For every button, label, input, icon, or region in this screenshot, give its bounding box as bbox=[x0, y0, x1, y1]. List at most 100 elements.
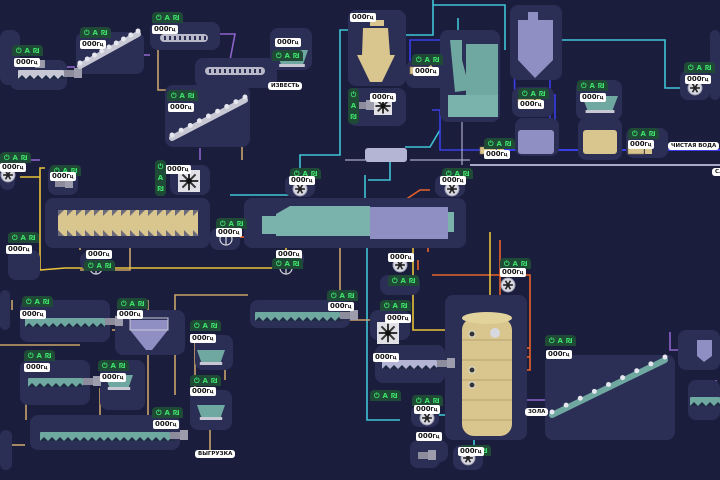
status-indicators[interactable]: ⏻A₪ bbox=[484, 138, 516, 149]
incline-bucket bbox=[135, 28, 141, 34]
frequency-value: 000 bbox=[22, 310, 37, 318]
status-indicators[interactable]: ⏻A₪ bbox=[327, 290, 359, 301]
status-indicators[interactable]: ⏻A₪ bbox=[216, 218, 248, 229]
frequency-unit: Гц bbox=[184, 105, 192, 111]
fan-hub bbox=[450, 187, 454, 191]
status-indicators[interactable]: ⏻A₪ bbox=[155, 160, 166, 196]
silo-icon bbox=[518, 20, 553, 78]
hopper-feeder bbox=[199, 417, 223, 420]
incline-bucket bbox=[187, 123, 193, 128]
frequency-unit: Гц bbox=[366, 15, 374, 21]
status-indicators[interactable]: ⏻A₪ bbox=[117, 298, 149, 309]
local-control-icon: ₪ bbox=[350, 113, 357, 121]
status-indicators[interactable]: ⏻A₪ bbox=[272, 50, 304, 61]
frequency-readout: 000Гц bbox=[153, 420, 179, 429]
frequency-readout: 000Гц bbox=[546, 350, 572, 359]
power-icon: ⏻ bbox=[294, 169, 300, 178]
motor-gearbox bbox=[93, 376, 101, 386]
status-indicators[interactable]: ⏻A₪ bbox=[442, 168, 474, 179]
status-indicators[interactable]: ⏻A₪ bbox=[24, 350, 56, 361]
status-indicators[interactable]: ⏻A₪ bbox=[518, 88, 550, 99]
status-indicators[interactable]: ⏻A₪ bbox=[152, 407, 184, 418]
chain-link bbox=[179, 36, 181, 40]
equipment-panel[interactable] bbox=[8, 250, 40, 280]
fan-hub bbox=[506, 283, 510, 287]
screw-flights bbox=[28, 383, 84, 387]
local-control-icon: ₪ bbox=[137, 299, 145, 308]
status-indicators[interactable]: ⏻A₪ bbox=[22, 296, 54, 307]
frequency-value: 000 bbox=[218, 228, 233, 236]
power-icon: ⏻ bbox=[331, 291, 337, 300]
status-indicators[interactable]: ⏻A₪ bbox=[370, 390, 402, 401]
power-icon: ⏻ bbox=[488, 139, 494, 148]
status-indicators[interactable]: ⏻A₪ bbox=[500, 258, 532, 269]
motor-gearbox bbox=[115, 316, 123, 326]
status-indicators[interactable]: ⏻A₪ bbox=[684, 62, 716, 73]
status-indicators[interactable]: ⏻A₪ bbox=[50, 165, 82, 176]
local-control-icon: ₪ bbox=[597, 81, 605, 90]
incline-bucket bbox=[224, 104, 230, 109]
incline-bucket bbox=[634, 368, 640, 374]
equipment-panel[interactable] bbox=[0, 290, 10, 330]
incline-bucket bbox=[648, 361, 654, 367]
local-control-icon: ₪ bbox=[462, 169, 470, 178]
status-indicators[interactable]: ⏻A₪ bbox=[412, 395, 444, 406]
frequency-unit: Гц bbox=[36, 312, 44, 318]
frequency-value: 000 bbox=[520, 100, 535, 108]
local-control-icon: ₪ bbox=[648, 129, 656, 138]
status-indicators[interactable]: ⏻A₪ bbox=[272, 258, 304, 269]
status-indicators[interactable]: ⏻A₪ bbox=[80, 27, 112, 38]
frequency-value: 000 bbox=[416, 405, 431, 413]
power-icon: ⏻ bbox=[220, 219, 226, 228]
local-control-icon: ₪ bbox=[538, 89, 546, 98]
status-indicators[interactable]: ⏻A₪ bbox=[98, 360, 130, 371]
frequency-value: 000 bbox=[278, 250, 293, 258]
ash-conveyor-icon bbox=[549, 354, 668, 418]
fan-icon bbox=[292, 181, 308, 197]
status-indicators[interactable]: ⏻A₪ bbox=[577, 80, 609, 91]
status-indicators[interactable]: ⏻A₪ bbox=[190, 320, 222, 331]
equipment-panel[interactable] bbox=[0, 430, 12, 470]
status-indicators[interactable]: ⏻A₪ bbox=[380, 300, 412, 311]
power-icon: ⏻ bbox=[28, 351, 34, 360]
status-indicators[interactable]: ⏻A₪ bbox=[628, 128, 660, 139]
status-indicators[interactable]: ⏻A₪ bbox=[152, 12, 184, 23]
auto-mode-icon: A bbox=[202, 321, 208, 330]
status-indicators[interactable]: ⏻A₪ bbox=[8, 232, 40, 243]
status-indicators[interactable]: ⏻A₪ bbox=[84, 260, 116, 271]
power-icon: ⏻ bbox=[688, 63, 694, 72]
auto-mode-icon: A bbox=[392, 301, 398, 310]
frequency-unit: Гц bbox=[96, 42, 104, 48]
auto-mode-icon: A bbox=[339, 291, 345, 300]
status-indicators[interactable]: ⏻A₪ bbox=[12, 45, 44, 56]
incline-bucket bbox=[99, 48, 105, 54]
status-indicators[interactable]: ⏻A₪ bbox=[190, 375, 222, 386]
frequency-readout: 000Гц bbox=[165, 165, 191, 174]
status-indicators[interactable]: ⏻A₪ bbox=[545, 335, 577, 346]
power-icon: ⏻ bbox=[350, 91, 357, 99]
equipment-panel[interactable] bbox=[545, 355, 675, 440]
chain-link bbox=[174, 36, 176, 40]
auto-mode-icon: A bbox=[179, 91, 185, 100]
status-indicators[interactable]: ⏻A₪ bbox=[0, 152, 32, 163]
power-icon: ⏻ bbox=[171, 91, 177, 100]
screw-flights bbox=[382, 365, 438, 369]
status-indicators[interactable]: ⏻A₪ bbox=[290, 168, 322, 179]
power-icon: ⏻ bbox=[156, 408, 162, 417]
chain-link bbox=[259, 69, 261, 73]
auto-mode-icon: A bbox=[129, 299, 135, 308]
status-indicators[interactable]: ⏻A₪ bbox=[348, 88, 359, 124]
frequency-unit: Гц bbox=[432, 434, 440, 440]
status-indicators[interactable]: ⏻A₪ bbox=[388, 275, 420, 286]
power-icon: ⏻ bbox=[194, 321, 200, 330]
chain-link bbox=[219, 69, 221, 73]
incline-belt bbox=[169, 97, 248, 141]
chain-link bbox=[224, 69, 226, 73]
incline-conveyor-icon bbox=[169, 94, 248, 141]
frequency-unit: Гц bbox=[430, 407, 438, 413]
incline-bucket bbox=[591, 388, 597, 394]
status-indicators[interactable]: ⏻A₪ bbox=[412, 54, 444, 65]
frequency-value: 000 bbox=[26, 363, 41, 371]
status-indicators[interactable]: ⏻A₪ bbox=[167, 90, 199, 101]
frequency-value: 000 bbox=[2, 163, 17, 171]
